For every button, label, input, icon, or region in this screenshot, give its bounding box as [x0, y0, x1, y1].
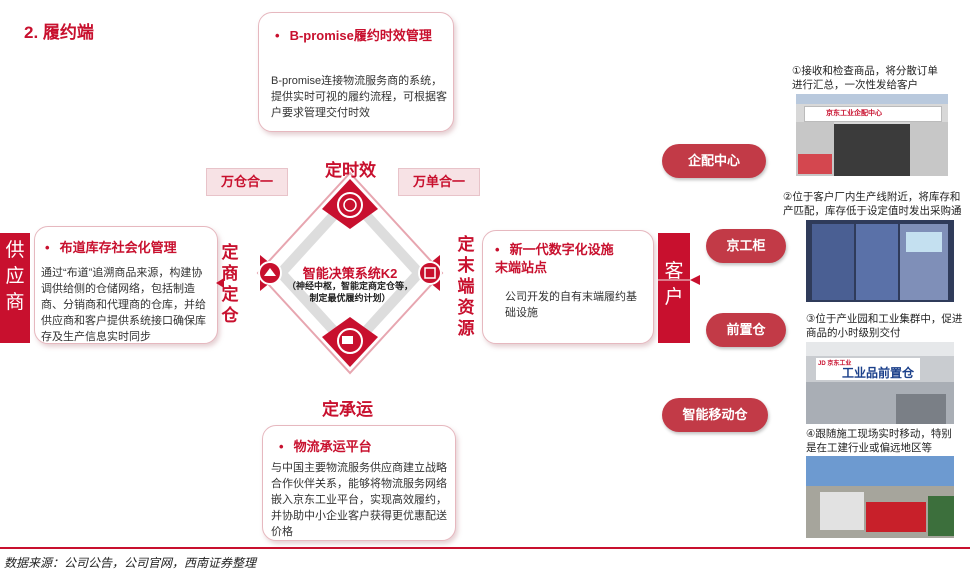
source-note: 数据来源：公司公告，公司官网，西南证券整理: [4, 556, 257, 570]
inventory-card: •布道库存社会化管理 通过“布道”追溯商品来源，构建协调供给侧的仓储网络，包括制…: [34, 226, 218, 344]
bpromise-body: B-promise连接物流服务商的系统，提供实时可视的履约流程，可根据客户要求管…: [271, 75, 447, 119]
oval-front-warehouse: 前置仓: [706, 313, 786, 347]
k2-title: 智能决策系统K2: [302, 266, 398, 281]
caption-2: ②位于客户厂内生产线附近，将库存和产匹配，库存低于设定值时发出采购通: [783, 191, 962, 217]
tag-right: 万单合一: [398, 168, 480, 196]
bullet-icon: •: [45, 240, 50, 255]
bullet-icon: •: [279, 439, 284, 454]
label-right: 定末端资源: [457, 235, 475, 338]
oval-enterprise-center: 企配中心: [662, 144, 766, 178]
warehouse-sign: 京东工业企配中心: [826, 110, 882, 117]
photo-mobile-warehouse: [806, 456, 954, 538]
arrow-icon: [216, 278, 224, 288]
bullet-icon: •: [275, 28, 280, 43]
inventory-title: •布道库存社会化管理: [45, 240, 177, 255]
photo-enterprise-center: 京东工业企配中心: [796, 94, 948, 176]
front-warehouse-sign: 工业品前置仓: [842, 366, 915, 380]
central-diamond: [256, 171, 444, 375]
customer-bar: 客户: [658, 233, 690, 343]
logistics-body: 与中国主要物流服务供应商建立战略合作伙伴关系，能够将物流服务网络嵌入京东工业平台…: [271, 462, 447, 538]
digital-station-body: 公司开发的自有末端履约基础设施: [505, 291, 637, 319]
photo-front-warehouse: JD 京东工业 工业品前置仓: [806, 342, 954, 424]
tag-left: 万仓合一: [206, 168, 288, 196]
bpromise-title: •B-promise履约时效管理: [275, 28, 432, 43]
photo-jd-cabinet: [806, 220, 954, 302]
logistics-title: •物流承运平台: [279, 439, 372, 454]
digital-station-card: •新一代数字化设施 末端站点 公司开发的自有末端履约基础设施: [482, 230, 654, 344]
bullet-icon: •: [495, 242, 500, 257]
digital-station-title: •新一代数字化设施 末端站点: [495, 242, 614, 275]
caption-4: ④跟随施工现场实时移动，特别是在工建行业或偏远地区等: [806, 428, 952, 454]
caption-1: ①接收和检查商品，将分散订单进行汇总，一次性发给客户: [792, 65, 938, 91]
caption-3: ③位于产业园和工业集群中，促进商品的小时级别交付: [806, 313, 963, 339]
bpromise-card: •B-promise履约时效管理 B-promise连接物流服务商的系统，提供实…: [258, 12, 454, 132]
front-warehouse-logo: JD 京东工业: [818, 361, 852, 367]
page-title: 2. 履约端: [24, 23, 94, 42]
label-bottom: 定承运: [322, 400, 373, 419]
oval-jd-cabinet: 京工柜: [706, 229, 786, 263]
footer-divider: [0, 547, 970, 549]
label-left: 定商定仓: [221, 243, 239, 325]
supplier-bar: 供应商: [0, 233, 30, 343]
inventory-body: 通过“布道”追溯商品来源，构建协调供给侧的仓储网络，包括制造商、分销商和代理商的…: [41, 267, 206, 343]
k2-subtitle: （神经中枢，智能定商定仓等， 制定最优履约计划）: [286, 281, 413, 303]
oval-mobile-warehouse: 智能移动仓: [662, 398, 768, 432]
alarm-clock-icon: [337, 192, 363, 218]
arrow-icon: [690, 275, 700, 285]
label-top: 定时效: [325, 161, 376, 180]
logistics-card: •物流承运平台 与中国主要物流服务供应商建立战略合作伙伴关系，能够将物流服务网络…: [262, 425, 456, 541]
